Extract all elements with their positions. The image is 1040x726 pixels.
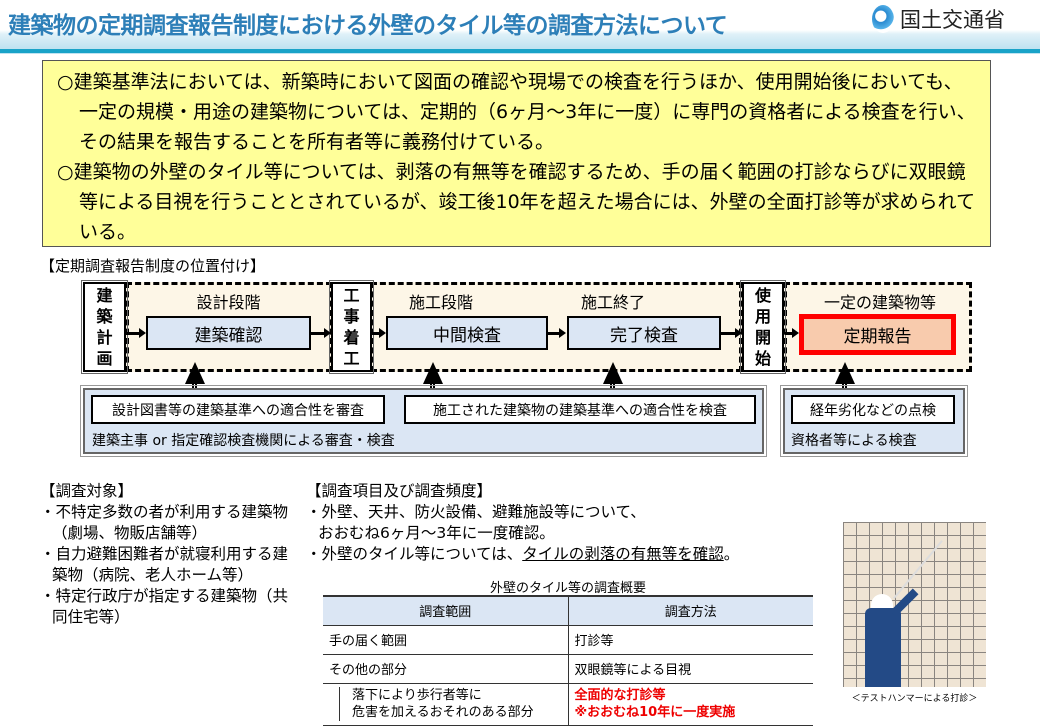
interim-inspection-box: 中間検査 xyxy=(386,316,548,350)
title-bar xyxy=(0,0,1040,54)
targets-heading: 【調査対象】 xyxy=(40,482,134,500)
org-name: 国土交通省 xyxy=(900,8,1005,32)
stage-finish: 施工終了 xyxy=(580,293,645,312)
table-header-row: 調査範囲調査方法 xyxy=(323,595,813,626)
authority-label: 建築主事 or 指定確認検査機関による審査・検査 xyxy=(92,433,395,449)
use-start-box: 使用開始 xyxy=(740,280,786,374)
completion-inspection-box: 完了検査 xyxy=(567,316,721,350)
table-row: 手の届く範囲打診等 xyxy=(323,625,813,655)
items-line: おおむね6ヶ月～3年に一度確認。 xyxy=(318,524,555,542)
ministry-logo: 国土交通省 xyxy=(872,4,1005,34)
building-confirmation-box: 建築確認 xyxy=(146,316,311,350)
summary-item: ○建築物の外壁のタイル等については、剥落の有無等を確認するため、手の届く範囲の打… xyxy=(57,161,976,243)
flow-arrow xyxy=(721,328,742,338)
diagram-heading: 【定期調査報告制度の位置付け】 xyxy=(40,257,266,275)
items-section: 【調査項目及び調査頻度】 ・外壁、天井、防火設備、避難施設等について、 おおむね… xyxy=(306,481,836,565)
summary-box: ○建築基準法においては、新築時において図面の確認や現場での検査を行うほか、使用開… xyxy=(42,60,991,247)
survey-table: 調査範囲調査方法 手の届く範囲打診等 その他の部分双眼鏡等による目視 落下により… xyxy=(323,595,813,726)
flow-arrow xyxy=(311,328,331,338)
flow-arrow xyxy=(548,328,566,338)
construction-start-box: 工事着工 xyxy=(329,280,374,374)
design-review-box: 設計図書等の建築基準への適合性を審査 xyxy=(91,395,385,424)
flow-arrow xyxy=(785,328,799,338)
periodic-report-box: 定期報告 xyxy=(799,314,956,355)
stage-building: 一定の建築物等 xyxy=(823,293,936,312)
page-title: 建築物の定期調査報告制度における外壁のタイル等の調査方法について xyxy=(8,13,728,39)
flow-arrow xyxy=(372,328,386,338)
items-heading: 【調査項目及び調査頻度】 xyxy=(306,482,493,500)
targets-section: 【調査対象】 ・不特定多数の者が利用する建築物（劇場、物販店舗等） ・自力避難困… xyxy=(40,481,290,628)
target-item: ・自力避難困難者が就寝利用する建築物（病院、老人ホーム等） xyxy=(40,545,289,584)
target-item: ・特定行政庁が指定する建築物（共同住宅等） xyxy=(40,587,289,626)
target-item: ・不特定多数の者が利用する建築物（劇場、物販店舗等） xyxy=(40,503,289,542)
photo-caption: ＜テストハンマーによる打診＞ xyxy=(851,694,978,704)
stage-design: 設計段階 xyxy=(196,293,261,312)
table-row: 落下により歩行者等に危害を加えるおそれのある部分全面的な打診等※おおむね10年に… xyxy=(323,683,813,726)
items-line: ・外壁のタイル等については、タイルの剥落の有無等を確認。 xyxy=(306,545,740,563)
flow-arrow xyxy=(126,328,146,338)
table-row: その他の部分双眼鏡等による目視 xyxy=(323,654,813,684)
items-line: ・外壁、天井、防火設備、避難施設等について、 xyxy=(306,503,646,521)
stage-construction: 施工段階 xyxy=(408,293,473,312)
test-hammer-photo xyxy=(843,522,986,687)
building-plan-box: 建築計画 xyxy=(81,280,128,374)
summary-item: ○建築基準法においては、新築時において図面の確認や現場での検査を行うほか、使用開… xyxy=(57,71,976,153)
construction-check-box: 施工された建築物の建築基準への適合性を検査 xyxy=(404,395,756,424)
qualified-label: 資格者等による検査 xyxy=(791,433,917,449)
table-caption: 外壁のタイル等の調査概要 xyxy=(489,581,646,596)
deterioration-check-box: 経年劣化などの点検 xyxy=(791,395,955,424)
mlit-logo-icon xyxy=(872,5,894,33)
